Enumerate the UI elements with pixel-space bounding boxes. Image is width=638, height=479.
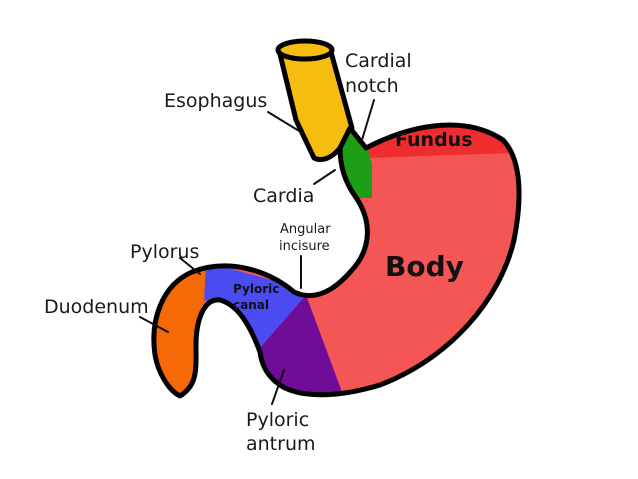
label-cardial-notch-line2: notch xyxy=(345,75,399,97)
label-pyloric-antrum-line2: antrum xyxy=(246,433,316,455)
esophagus-region xyxy=(275,38,355,163)
label-angular-incisure-line2: incisure xyxy=(279,239,330,254)
leader-pylorus xyxy=(179,257,201,275)
leader-duodenum xyxy=(139,316,169,333)
label-esophagus: Esophagus xyxy=(164,90,267,112)
label-angular-incisure-line1: Angular xyxy=(280,222,331,237)
stomach-outline xyxy=(151,122,522,399)
label-cardia: Cardia xyxy=(253,185,314,207)
fundus-region xyxy=(360,125,520,158)
label-duodenum: Duodenum xyxy=(44,296,149,318)
leader-cardia xyxy=(313,169,336,185)
leader-cardial-notch xyxy=(361,99,375,141)
label-fundus: Fundus xyxy=(395,129,473,151)
stomach xyxy=(151,122,522,399)
pyloric-antrum-region xyxy=(250,295,345,396)
leader-pyloric-antrum xyxy=(271,369,285,405)
label-pylorus: Pylorus xyxy=(130,241,199,263)
labels: Esophagus Cardial notch Fundus Cardia An… xyxy=(44,50,473,455)
label-pyloric-antrum-line1: Pyloric xyxy=(246,409,309,431)
esophagus-opening xyxy=(275,38,335,62)
label-cardial-notch-line1: Cardial xyxy=(345,50,412,72)
leader-lines xyxy=(139,99,375,405)
label-body: Body xyxy=(385,250,464,283)
label-pyloric-canal-line1: Pyloric xyxy=(233,282,279,296)
leader-esophagus xyxy=(267,111,305,135)
label-pyloric-canal-line2: canal xyxy=(233,298,269,312)
